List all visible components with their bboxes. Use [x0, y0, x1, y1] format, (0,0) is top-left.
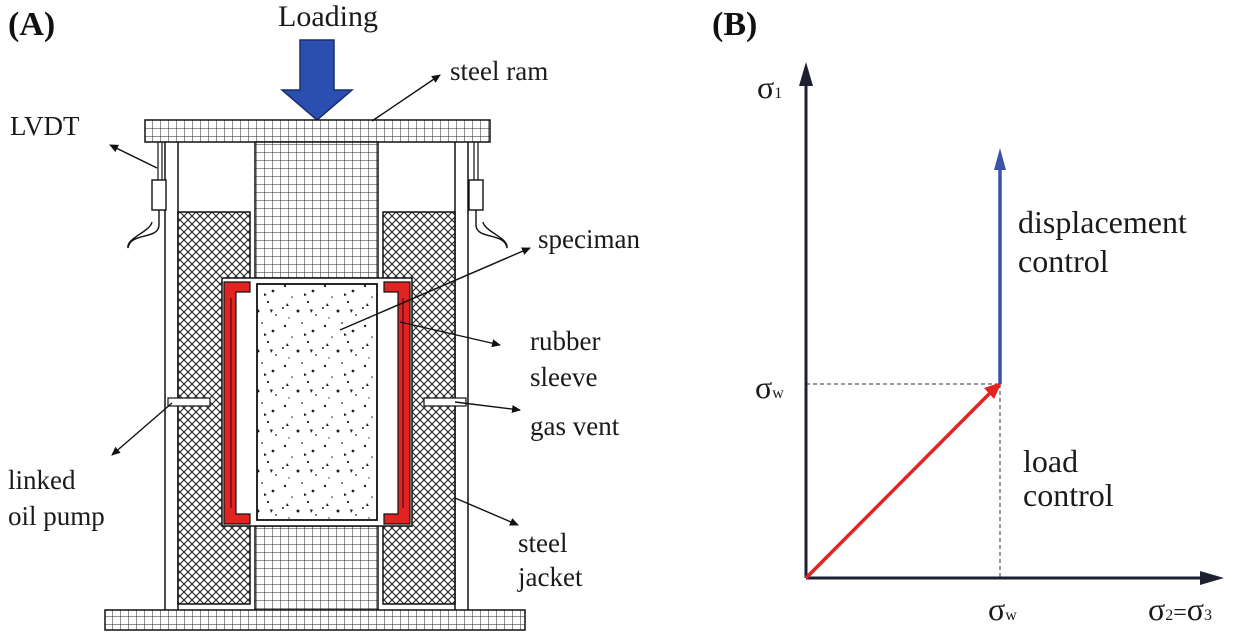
- sigma-w-x-label: σw: [988, 591, 1017, 627]
- sigma-w-y-label: σw: [755, 369, 784, 405]
- gas-vent-left: [167, 397, 211, 407]
- load-control-line1: load: [1023, 443, 1078, 479]
- lvdt-right: [468, 142, 508, 249]
- load-control-path: [804, 382, 1002, 580]
- y-axis-label: σ1: [757, 69, 782, 105]
- rubber-label: rubber: [530, 326, 600, 356]
- load-control-line2: control: [1023, 477, 1114, 513]
- steel-ram-leader: [371, 74, 441, 122]
- panel-b: (B) σ1 σw σw σ2=σ3 displacement: [712, 6, 1224, 627]
- y-axis: [799, 62, 813, 578]
- panel-b-label: (B): [712, 6, 757, 43]
- specimen-leader: [339, 247, 531, 331]
- steel-jacket-leader: [454, 497, 519, 526]
- steel-label: steel: [518, 528, 567, 558]
- sleeve-label: sleeve: [530, 362, 597, 392]
- gas-vent-right: [423, 397, 467, 407]
- steel-ram-lower: [254, 525, 379, 611]
- displacement-control-line2: control: [1018, 243, 1109, 279]
- panel-a-label: (A): [8, 6, 55, 43]
- lvdt-label: LVDT: [10, 111, 80, 141]
- rubber-sleeve-leader: [399, 321, 501, 348]
- base-plate: [104, 609, 526, 631]
- linked-label: linked: [8, 465, 76, 495]
- gas-vent-leader: [454, 401, 521, 413]
- steel-ram-upper: [254, 141, 379, 279]
- top-loading-plate: [144, 119, 491, 143]
- lvdt-leader: [109, 144, 158, 169]
- x-axis-label: σ2=σ3: [1148, 591, 1212, 627]
- specimen: [256, 283, 378, 521]
- gas-vent-label: gas vent: [530, 411, 620, 441]
- loading-label: Loading: [278, 0, 378, 33]
- jacket-label: jacket: [517, 562, 583, 592]
- specimen-label: speciman: [538, 224, 640, 254]
- x-axis: [806, 571, 1224, 585]
- displacement-control-path: [994, 148, 1006, 384]
- lvdt-left: [127, 142, 167, 249]
- displacement-control-line1: displacement: [1018, 204, 1187, 240]
- steel-ram-label: steel ram: [450, 56, 548, 86]
- loading-arrow: [279, 39, 355, 121]
- oil-pump-label: oil pump: [8, 501, 105, 531]
- panel-a: (A) Loading: [8, 0, 640, 631]
- oil-pump-leader: [111, 402, 173, 456]
